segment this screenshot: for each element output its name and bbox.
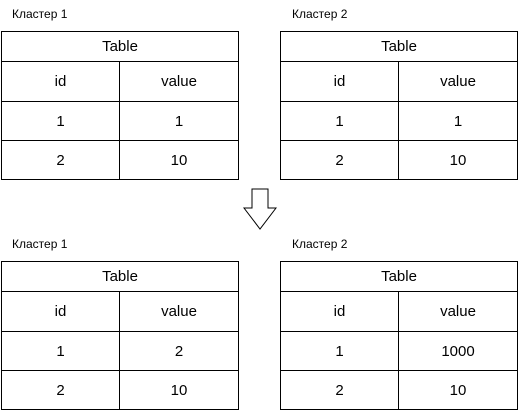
- cluster-2-label-bottom: Кластер 2: [292, 237, 348, 251]
- table-title: Table: [2, 262, 238, 292]
- cell-id: 2: [2, 371, 120, 409]
- table-cluster-2-top: Table id value 1 1 2 10: [280, 31, 518, 180]
- table-cluster-1-top: Table id value 1 1 2 10: [1, 31, 239, 180]
- table-header-row: id value: [281, 292, 517, 332]
- cell-id: 2: [2, 141, 120, 179]
- cell-value: 1: [453, 112, 463, 130]
- column-header-value: value: [161, 73, 197, 90]
- table-title: Table: [281, 32, 517, 62]
- table-row: 2 10: [2, 141, 238, 179]
- down-arrow-icon: [243, 188, 277, 230]
- cell-value: 10: [170, 151, 188, 169]
- table-title: Table: [2, 32, 238, 62]
- table-row: 1 2: [2, 332, 238, 371]
- cell-value: 10: [170, 381, 188, 399]
- cell-id: 1: [2, 102, 120, 140]
- table-header-row: id value: [2, 62, 238, 102]
- table-row: 1 1: [281, 102, 517, 141]
- table-title: Table: [281, 262, 517, 292]
- column-header-value: value: [440, 73, 476, 90]
- cluster-1-label-bottom: Кластер 1: [12, 237, 68, 251]
- table-row: 2 10: [281, 141, 517, 179]
- cell-id: 1: [281, 102, 399, 140]
- table-row: 1 1000: [281, 332, 517, 371]
- table-row: 2 10: [2, 371, 238, 409]
- table-cluster-2-bottom: Table id value 1 1000 2 10: [280, 261, 518, 410]
- column-header-id: id: [281, 292, 399, 331]
- cell-value: 1: [174, 112, 184, 130]
- column-header-id: id: [2, 292, 120, 331]
- cell-id: 1: [281, 332, 399, 370]
- cell-value: 1000: [441, 342, 475, 360]
- cell-value: 10: [449, 151, 467, 169]
- cell-id: 1: [2, 332, 120, 370]
- column-header-id: id: [281, 62, 399, 101]
- cluster-1-label-top: Кластер 1: [12, 7, 68, 21]
- cell-value: 10: [449, 381, 467, 399]
- cell-id: 2: [281, 371, 399, 409]
- column-header-id: id: [2, 62, 120, 101]
- column-header-value: value: [440, 303, 476, 320]
- column-header-value: value: [161, 303, 197, 320]
- table-row: 1 1: [2, 102, 238, 141]
- table-header-row: id value: [281, 62, 517, 102]
- cluster-2-label-top: Кластер 2: [292, 7, 348, 21]
- cell-id: 2: [281, 141, 399, 179]
- table-header-row: id value: [2, 292, 238, 332]
- table-cluster-1-bottom: Table id value 1 2 2 10: [1, 261, 239, 410]
- table-row: 2 10: [281, 371, 517, 409]
- cell-value: 2: [174, 342, 184, 360]
